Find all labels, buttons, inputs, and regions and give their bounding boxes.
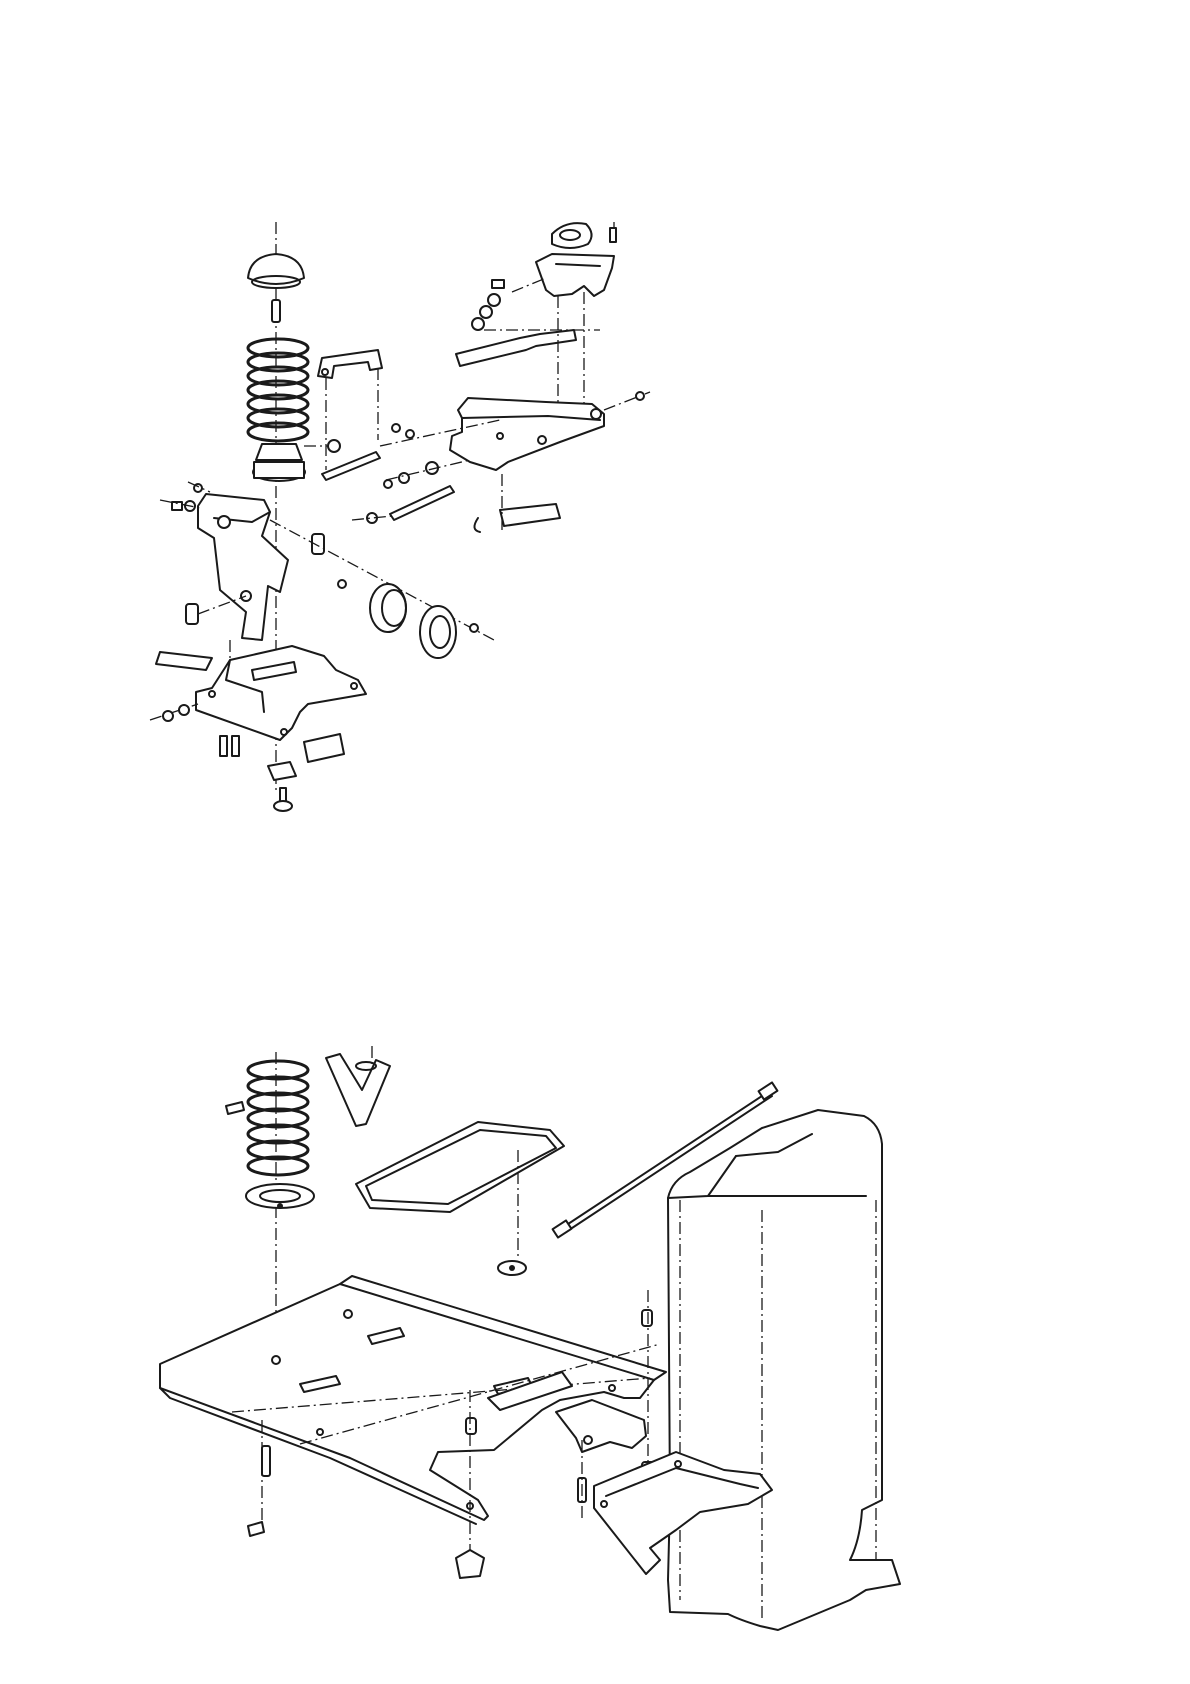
gasket-part [356,1122,564,1212]
rod-part [322,452,380,480]
bracket-part [536,254,614,296]
tab-part [220,736,227,756]
side-plate-part [198,494,288,640]
spring-seat-part [246,1184,314,1209]
washer-part [470,624,478,632]
bearing-part [338,580,406,632]
pedestal-part [660,1110,900,1630]
base-plate-part [196,646,366,740]
bracket-part [318,350,382,378]
label-plate-part [156,652,212,670]
channel-part [556,1400,646,1452]
spring-seat-part [253,444,305,481]
rod-part [390,486,454,520]
clip-part [186,604,198,624]
spring-part [248,1061,308,1175]
upper-assembly-figure [150,222,650,811]
bolt-part [274,788,292,811]
nut-part [268,762,296,780]
cap-part [248,254,304,288]
lower-assembly-figure [160,1046,900,1630]
cover-plate-part [552,223,592,248]
spring-part [248,339,308,441]
pin-part [272,300,280,322]
nut-part [328,440,340,452]
washer-part [636,392,644,400]
strap-part [326,1054,390,1126]
fastener-part [163,705,189,721]
chain-part [472,280,504,330]
washer-part [498,1261,526,1275]
clip-part [248,1522,264,1536]
tab-part [232,736,239,756]
flange-part [420,606,456,658]
tray-part [450,398,604,470]
pad-part [500,504,560,526]
screw-part [610,228,616,242]
label-plate-part [304,734,344,762]
pin-part [226,1102,244,1114]
